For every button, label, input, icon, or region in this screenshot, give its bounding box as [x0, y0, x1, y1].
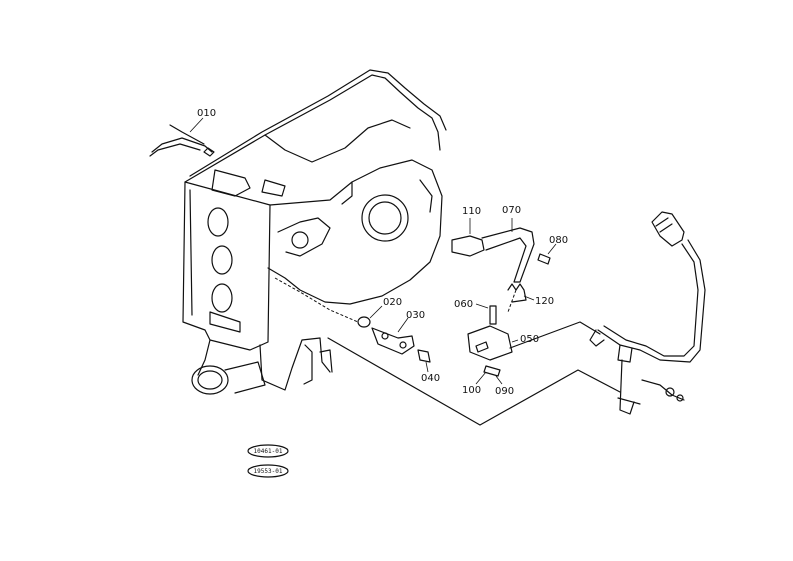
label-030: 030 [406, 310, 425, 321]
engine-block [182, 69, 447, 395]
part-030-bracket [371, 317, 415, 355]
label-110: 110 [462, 206, 481, 217]
label-040: 040 [421, 373, 440, 384]
label-120: 120 [535, 296, 554, 307]
label-060: 060 [454, 299, 473, 310]
label-070: 070 [502, 205, 521, 216]
label-020: 020 [383, 297, 402, 308]
part-110-knob [451, 218, 485, 257]
badge-bottom-text: 19553-01 [254, 468, 283, 475]
part-060-pin [475, 303, 497, 325]
part-070-lever [481, 218, 535, 283]
linkage-rod [327, 239, 706, 426]
label-090: 090 [495, 386, 514, 397]
reference-badge-bottom: 19553-01 [247, 464, 289, 478]
label-050: 050 [520, 334, 539, 345]
grip-top-right [651, 211, 685, 247]
label-100: 100 [462, 385, 481, 396]
part-100-washer [475, 371, 487, 385]
part-020-bushing [357, 305, 383, 328]
label-010: 010 [197, 108, 216, 119]
part-090-clip [483, 365, 503, 385]
reference-badge-top: 10461-01 [247, 444, 289, 458]
part-010-handle [149, 117, 215, 157]
part-120-spring [507, 283, 535, 313]
label-080: 080 [549, 235, 568, 246]
part-050-block [467, 325, 519, 361]
badge-top-text: 10461-01 [254, 448, 283, 455]
part-040-bolt [417, 349, 431, 373]
part-080-pin [537, 243, 557, 265]
